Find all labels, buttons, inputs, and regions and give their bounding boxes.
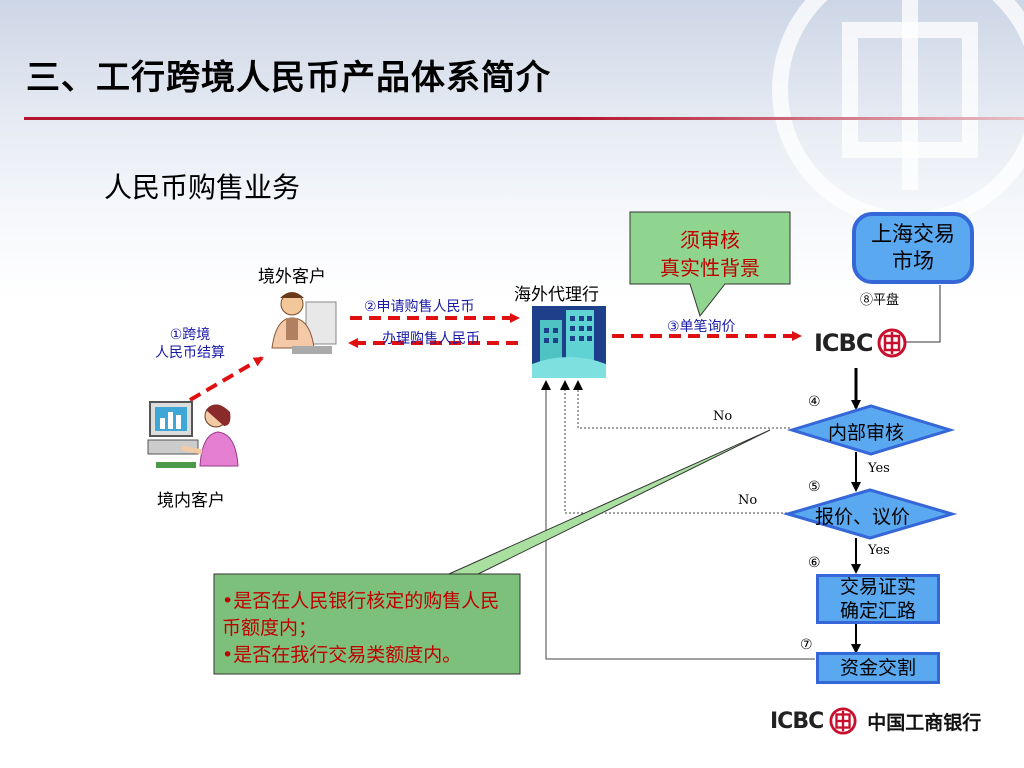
step6-marker: ⑥ (808, 555, 821, 571)
yes-label-1: Yes (868, 461, 890, 476)
internal-review-label: 内部审核 (828, 422, 905, 444)
icbc-footer-cn: 中国工商银行 (867, 711, 982, 734)
callout-top-shape (629, 211, 791, 318)
no-return-quote (560, 380, 787, 514)
callout-quota-line1: •是否在人民银行核定的购售人民币额度内； (222, 590, 500, 639)
agent-bank-label: 海外代理行 (514, 285, 599, 305)
connector-icbc-shanghai (905, 285, 941, 343)
icbc-logo-icon (877, 328, 907, 358)
callout-quota-check: •是否在人民银行核定的购售人民币额度内； •是否在我行交易类额度内。 (222, 588, 514, 669)
callout-bottom-shape (213, 573, 521, 675)
icbc-mid-text: ICBC (814, 329, 873, 357)
step2b-label: 办理购售人民币 (382, 331, 480, 347)
yes-label-2: Yes (868, 543, 890, 558)
trade-confirm-box: 交易证实 确定汇路 (816, 574, 940, 624)
step1-label: ①跨境 人民币结算 (155, 327, 225, 361)
arrow-domestic-to-overseas (188, 356, 264, 402)
fund-settlement-box: 资金交割 (816, 652, 940, 684)
step3-label: ③单笔询价 (667, 319, 736, 335)
title-divider (24, 117, 1024, 120)
page-title: 三、工行跨境人民币产品体系简介 (26, 58, 551, 98)
no-return-review (573, 380, 790, 429)
step4-marker: ④ (808, 394, 821, 410)
trade-confirm-label: 交易证实 确定汇路 (839, 576, 916, 622)
handshake-person-icon (271, 292, 337, 354)
step5-marker: ⑤ (808, 479, 821, 495)
icbc-logo-mid: ICBC (814, 328, 907, 358)
fund-settlement-label: 资金交割 (839, 657, 916, 679)
no-label-1: No (713, 409, 733, 424)
quote-negotiate-label: 报价、议价 (815, 506, 911, 528)
office-building-icon (532, 306, 606, 378)
icbc-footer-en: ICBC (770, 708, 824, 734)
shanghai-market-box: 上海交易 市场 (852, 212, 974, 284)
computer-user-icon (147, 401, 239, 468)
icbc-footer-logo: ICBC 中国工商银行 (770, 707, 981, 735)
callout-quota-line2: •是否在我行交易类额度内。 (222, 644, 462, 666)
callout-verify-background: 须审核 真实性背景 (660, 228, 760, 280)
step7-marker: ⑦ (800, 637, 813, 653)
overseas-customer-label: 境外客户 (258, 267, 326, 287)
step8-label: ⑧平盘 (860, 293, 900, 308)
domestic-customer-label: 境内客户 (157, 491, 225, 511)
callout-bottom-pointer (439, 429, 771, 579)
no-label-2: No (738, 493, 758, 508)
return-settlement (541, 380, 815, 660)
diamond-quote (782, 488, 958, 540)
shanghai-market-label: 上海交易 市场 (871, 222, 955, 273)
step2-label: ②申请购售人民币 (364, 299, 475, 315)
icbc-footer-logo-icon (829, 707, 857, 735)
diamond-internal-review (786, 404, 956, 456)
section-subtitle: 人民币购售业务 (104, 171, 301, 204)
